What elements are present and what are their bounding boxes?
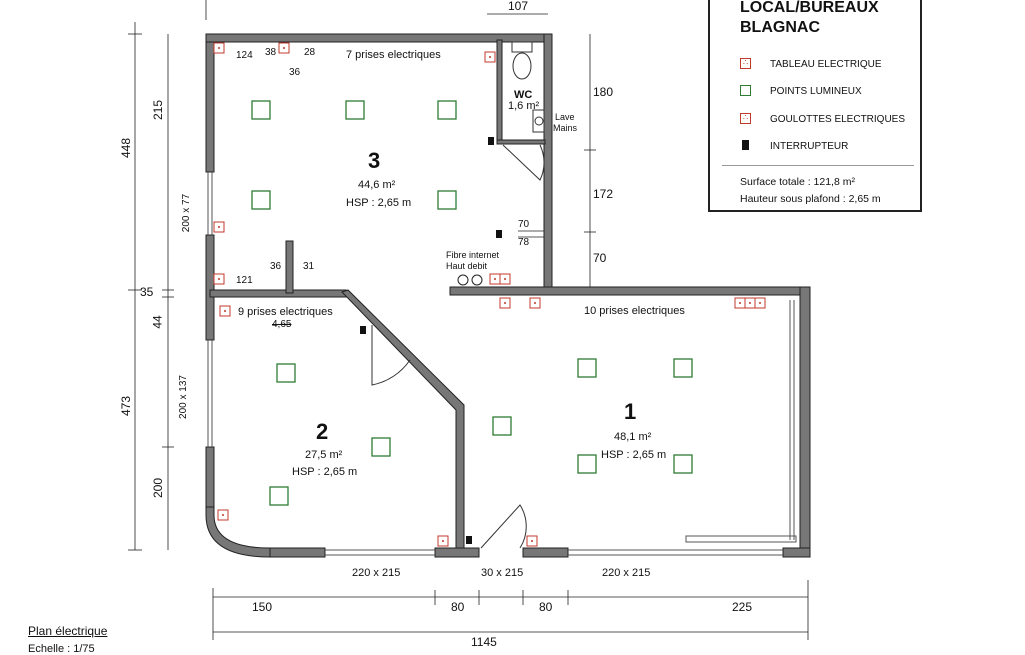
toilet-icon [511,41,533,80]
dim-124: 124 [236,50,253,61]
outlet-dots [218,47,761,542]
wall-wc-left [496,39,503,141]
plan-title: Plan électrique [28,624,108,638]
light-points [251,100,693,506]
windows [207,172,797,556]
dim-31: 31 [303,261,315,272]
doors [371,144,545,549]
wc-name: WC [514,89,533,101]
room-1-area: 48,1 m² [614,431,652,443]
legend-divider [722,165,914,166]
wall-left-upper [205,33,215,173]
wall-bottom-c [522,547,569,558]
dim-70: 70 [593,251,607,265]
dim-78: 78 [518,237,530,248]
dim-121: 121 [236,275,253,286]
legend-title-line-1: LOCAL/BUREAUX [740,0,879,16]
dim-80-b: 80 [539,600,553,614]
dim-36-mid: 36 [270,261,282,272]
dim-28: 28 [304,47,316,58]
wall-bottom-d [782,547,811,558]
wall-wc-bottom [496,139,546,145]
wall-bottom-b [434,547,480,558]
light-point-icon [740,85,751,96]
legend-surface: Surface totale : 121,8 m² [740,176,855,188]
dim-215: 215 [151,99,166,121]
dim-win-bottom-right: 220 x 215 [602,567,651,579]
dim-36-top: 36 [289,67,301,78]
legend-title: LOCAL/BUREAUX BLAGNAC [740,0,879,38]
wall-left-mid [205,234,215,341]
dim-38: 38 [265,47,277,58]
electrical-panel-icon [740,58,751,69]
room-1-number: 1 [624,399,637,424]
wall-right [799,286,811,558]
room-3-outlets: 7 prises electriques [346,49,441,61]
legend-item-switch: INTERRUPTEUR [770,141,849,152]
room-2-outlets: 9 prises electriques [238,306,333,318]
dim-107: 107 [508,0,529,13]
dim-win-200x137: 200 x 137 [177,375,189,419]
room-2-extra: 4,65 [272,319,292,330]
dim-door-bottom: 30 x 215 [481,567,524,579]
dim-80-a: 80 [451,600,465,614]
room-2-area: 27,5 m² [305,449,343,461]
wall-partition-3-2 [209,289,347,298]
room-1-hsp: HSP : 2,65 m [601,449,667,461]
wall-partition-3-1 [449,286,811,296]
sink-label-2: Mains [553,123,578,133]
dim-70-wc: 70 [518,219,530,230]
sink-icon [532,109,545,133]
wall-diagonal [341,289,465,549]
room-3-number: 3 [368,148,381,173]
fibre-label-1: Fibre internet [446,250,500,260]
switch-icon [742,140,749,150]
legend-item-trunking: GOULOTTES ELECTRIQUES [770,114,906,125]
room-2-hsp: HSP : 2,65 m [292,466,358,478]
legend-title-line-2: BLAGNAC [740,19,820,36]
room-1-outlets: 10 prises electriques [584,305,685,317]
fibre-socket-icon [457,274,483,286]
cable-trunking-icon [740,113,751,124]
dim-total-1145: 1145 [471,635,497,649]
legend-item-light: POINTS LUMINEUX [770,86,862,97]
dim-473: 473 [119,395,134,417]
room-3-hsp: HSP : 2,65 m [346,197,412,209]
dim-win-200x77: 200 x 77 [181,193,193,233]
dim-448: 448 [119,137,134,159]
dim-172: 172 [593,187,614,201]
dim-225: 225 [732,600,753,614]
wall-stub [285,240,294,294]
dim-win-bottom-left: 220 x 215 [352,567,401,579]
wall-corner-curve [205,506,271,558]
dim-180: 180 [593,85,614,99]
wc-area: 1,6 m² [508,100,540,112]
dimension-lines [128,0,809,640]
dim-44: 44 [150,315,165,329]
room-2-number: 2 [316,419,329,444]
plan-scale: Echelle : 1/75 [28,643,95,655]
dim-35: 35 [140,285,154,299]
switch-icons [360,137,502,544]
sink-label-1: Lave [555,112,575,122]
room-3-area: 44,6 m² [358,179,396,191]
fibre-label-2: Haut debit [446,261,488,271]
wall-left-lower [205,446,215,508]
wall-wc-right [543,33,553,289]
legend-ceiling: Hauteur sous plafond : 2,65 m [740,193,881,205]
legend-box: LOCAL/BUREAUX BLAGNAC TABLEAU ELECTRIQUE… [708,0,922,212]
wall-bottom-a [269,547,326,558]
dim-150: 150 [252,600,273,614]
legend-item-panel: TABLEAU ELECTRIQUE [770,59,882,70]
dim-200: 200 [151,477,166,499]
